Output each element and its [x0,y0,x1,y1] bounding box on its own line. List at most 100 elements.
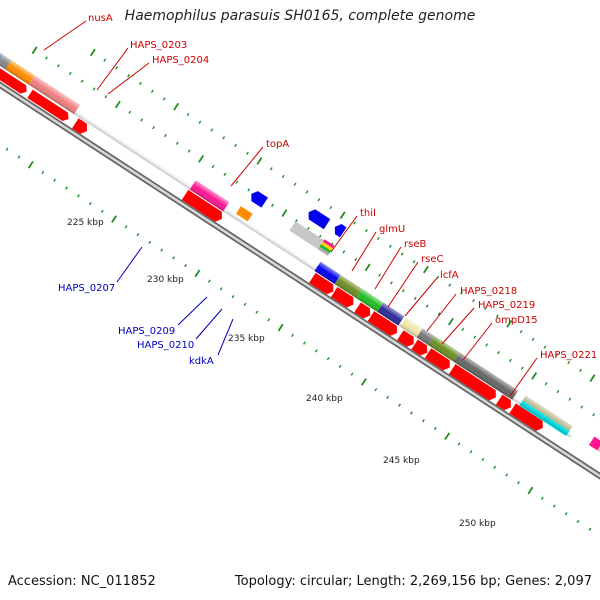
tick-mark [400,252,404,256]
tick-mark [255,310,259,314]
gene-feature[interactable] [317,246,330,256]
reverse-arrow[interactable] [332,222,347,238]
tick-mark [564,512,568,516]
gene-label-rseC[interactable]: rseC [421,254,443,265]
reverse-arrow[interactable] [305,207,331,230]
gene-label-rseB[interactable]: rseB [404,239,426,250]
gene-label-HAPS_0207[interactable]: HAPS_0207 [58,283,115,294]
tick-mark [31,46,38,55]
tick-mark [425,304,429,308]
gene-label-thiI[interactable]: thiI [360,208,376,219]
leader-line [426,293,457,332]
tick-mark [17,155,21,159]
tick-mark [198,154,205,163]
map-title: Haemophilus parasuis SH0165, complete ge… [124,8,476,24]
gene-feature[interactable] [289,221,324,250]
gene-label-HAPS_0221[interactable]: HAPS_0221 [540,350,597,361]
tick-mark [517,481,520,485]
tick-mark [580,405,584,409]
tick-mark [187,149,191,153]
tick-mark [136,232,140,237]
tick-mark [53,178,57,182]
gene-feature[interactable] [321,241,333,251]
tick-mark [56,64,60,68]
tick-mark [303,341,306,345]
tick-mark [80,79,84,83]
tick-mark [567,360,571,365]
tick-mark [271,203,274,207]
tick-mark [588,527,592,531]
leader-line [230,146,264,187]
gene-label-kdkA[interactable]: kdkA [189,356,214,367]
gene-feature[interactable] [322,239,335,249]
tick-mark [219,287,223,291]
leader-line [217,318,234,356]
tick-mark [269,167,273,171]
tick-mark [360,378,367,386]
tick-mark [5,147,9,151]
tick-mark [184,263,187,268]
gene-feature[interactable] [319,244,332,254]
gene-label-ompD15[interactable]: ompD15 [495,315,538,326]
gene-label-HAPS_0219[interactable]: HAPS_0219 [478,300,535,311]
tick-mark [124,225,128,229]
tick-mark [77,194,80,198]
tick-mark [473,335,477,339]
forward-labels: nusA HAPS_0203 HAPS_0204 topA thiI glmU … [43,13,597,397]
gene-track [0,45,577,438]
tick-mark [364,263,371,272]
tick-mark [376,236,380,241]
tick-mark [317,198,321,202]
leader-line [43,20,87,51]
tick-mark [139,81,142,86]
tick-label: 250 kbp [459,519,496,529]
tick-mark [247,188,251,192]
leader-line [177,296,208,326]
gene-label-nusA[interactable]: nusA [88,13,113,24]
tick-mark [111,215,118,223]
tick-mark [256,157,263,165]
tick-mark [338,364,342,369]
tick-mark [222,136,226,140]
gene-feature[interactable] [588,436,600,451]
tick-mark [436,275,440,279]
gene-feature[interactable] [235,206,253,222]
gene-label-lcfA[interactable]: lcfA [440,270,459,281]
tick-mark [365,229,368,233]
tick-mark [544,382,548,386]
tick-mark [65,186,68,190]
tick-mark [103,58,107,62]
tick-mark [234,143,238,148]
tick-mark [412,260,416,264]
tick-mark [235,180,239,184]
tick-mark [342,250,346,254]
tick-mark [461,327,465,332]
tick-mark [27,160,34,169]
tick-mark [88,201,92,206]
gene-label-HAPS_0218[interactable]: HAPS_0218 [460,286,517,297]
genome-summary: Topology: circular; Length: 2,269,156 bp… [234,574,592,589]
gene-label-topA[interactable]: topA [266,139,289,150]
tick-mark [164,133,167,138]
tick-mark [89,48,96,57]
tick-mark [447,317,454,326]
reverse-labels: HAPS_0207 HAPS_0209 HAPS_0210 kdkA [58,246,234,367]
tick-mark [421,419,425,423]
reverse-arrow[interactable] [248,189,268,208]
tick-mark [413,296,417,301]
gene-label-HAPS_0203[interactable]: HAPS_0203 [130,40,187,51]
tick-mark [150,89,154,93]
gene-label-HAPS_0204[interactable]: HAPS_0204 [152,55,209,66]
leader-line [462,322,493,361]
gene-label-HAPS_0210[interactable]: HAPS_0210 [137,340,194,351]
tick-mark [243,302,247,307]
tick-mark [509,358,512,363]
tick-mark [378,273,381,277]
tick-mark [410,411,413,415]
tick-mark [422,265,429,274]
tick-mark [281,174,285,179]
gene-label-HAPS_0209[interactable]: HAPS_0209 [118,326,175,337]
tick-label: 235 kbp [228,334,265,344]
gene-label-glmU[interactable]: glmU [379,224,405,235]
